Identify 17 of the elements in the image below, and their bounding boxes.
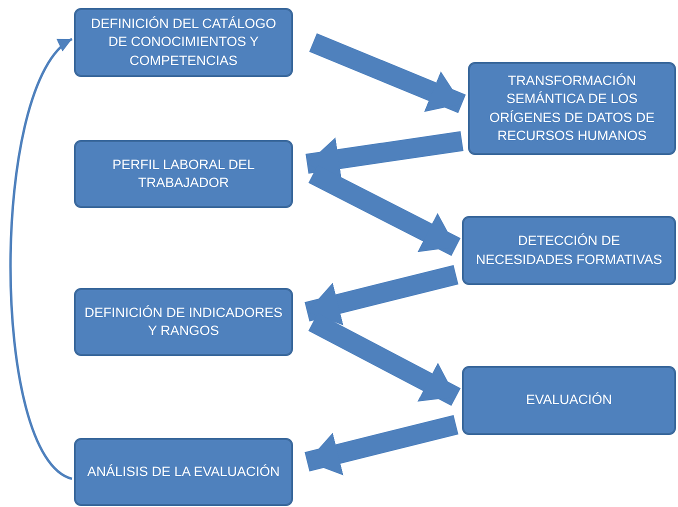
arrow: [304, 264, 458, 326]
process-box: [468, 62, 676, 155]
box-label: TRANSFORMACIÓN SEMÁNTICA DE LOS ORÍGENES DE DATOS DE RECURSOS HUMANOS: [488, 72, 656, 145]
process-box: [74, 140, 293, 208]
box-label: DETECCIÓN DE NECESIDADES FORMATIVAS: [474, 232, 664, 268]
process-box: [74, 288, 293, 356]
process-box: [74, 438, 293, 506]
arrow: [309, 33, 466, 114]
box-label: DEFINICIÓN DEL CATÁLOGO DE CONOCIMIENTOS Y COMPETENCIAS: [90, 15, 278, 70]
process-box: [462, 216, 676, 285]
process-box: [462, 366, 676, 435]
box-label: ANÁLISIS DE LA EVALUACIÓN: [87, 462, 280, 481]
box-label: PERFIL LABORAL DEL TRABAJADOR: [111, 156, 256, 192]
box-label: EVALUACIÓN: [526, 391, 612, 410]
box-label: DEFINICIÓN DE INDICADORES Y RANGOS: [84, 304, 283, 340]
arrow: [304, 414, 458, 476]
process-box: [74, 8, 293, 77]
